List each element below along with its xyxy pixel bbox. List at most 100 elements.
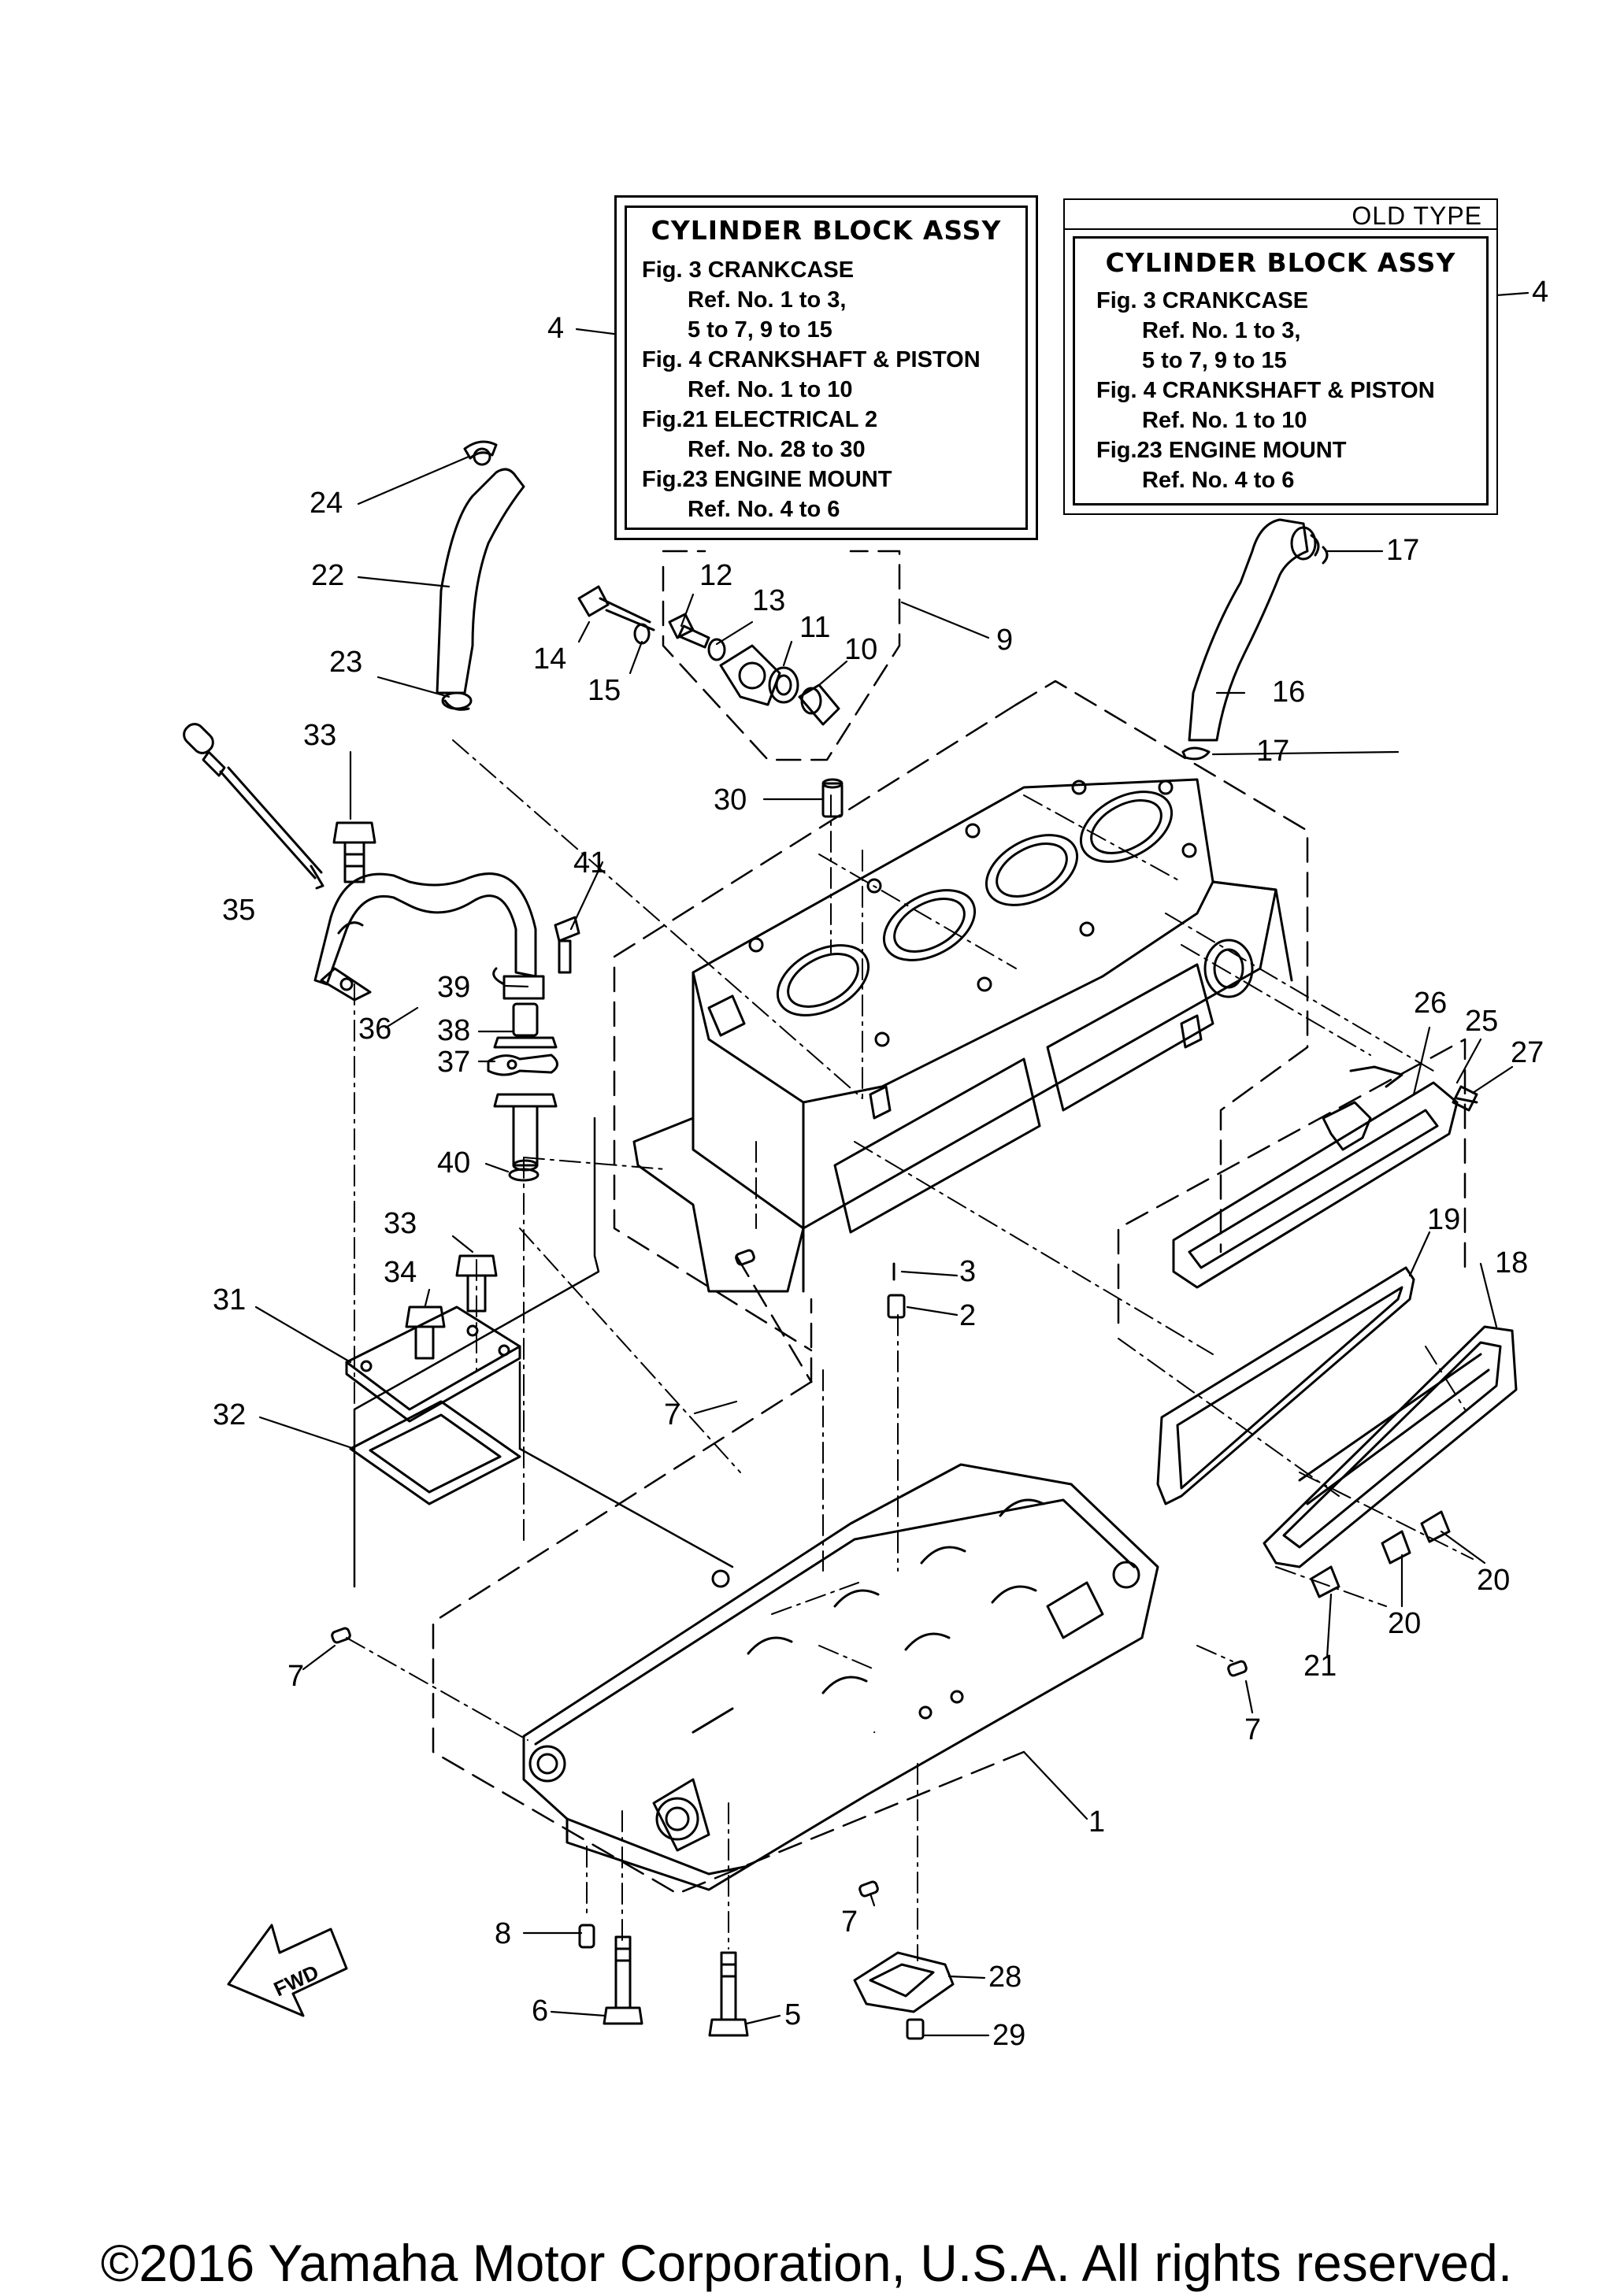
crankcase-lower [522,1463,1159,1891]
bolt-27 [1452,1085,1478,1112]
screw-29 [906,2018,925,2040]
callout-35: 35 [222,894,256,927]
info-box-main-line: Fig.21 ELECTRICAL 2 [642,407,878,432]
callout-38: 38 [437,1014,471,1047]
callout-41: 41 [573,846,607,880]
clip-24 [463,440,498,466]
cylinder-block [632,778,1293,1293]
info-box-old-line: Fig.23 ENGINE MOUNT [1096,438,1347,463]
callout-19: 19 [1427,1203,1461,1236]
callout-24: 24 [310,487,343,520]
callout-6: 6 [532,1994,549,2028]
gasket-26 [1172,1081,1459,1289]
plate-28 [853,1951,955,2013]
info-box-main-line: Fig. 3 CRANKCASE [642,257,855,283]
callout-4-old: 4 [1532,276,1549,309]
dowel-8 [578,1924,595,1949]
callout-8: 8 [495,1917,512,1950]
bolt-21 [1310,1565,1340,1598]
clip-17 [1181,546,1329,761]
callout-33-lower: 33 [384,1207,417,1240]
callout-2: 2 [959,1299,977,1332]
callout-33-top: 33 [303,719,337,752]
info-box-main-line: Ref. No. 28 to 30 [688,437,866,462]
bolt-33-top [332,821,376,883]
info-box-main-line: Ref. No. 1 to 3, [688,287,847,313]
cover-18 [1263,1325,1518,1568]
info-box-main-line: Ref. No. 1 to 10 [688,377,853,402]
callout-14: 14 [533,643,567,676]
callout-39: 39 [437,971,471,1004]
callout-32: 32 [213,1398,247,1431]
cover-25 [1322,1065,1403,1151]
callout-31: 31 [213,1283,247,1316]
callout-13: 13 [752,584,786,617]
callout-23: 23 [329,646,363,679]
pin-30 [821,778,844,818]
info-box-main: CYLINDER BLOCK ASSY Fig. 3 CRANKCASE Ref… [614,195,1038,540]
fitting-9 [719,644,781,706]
callout-36: 36 [358,1013,392,1046]
callout-40: 40 [437,1146,471,1179]
callout-26: 26 [1414,987,1448,1020]
washer-15 [633,623,651,645]
callout-29: 29 [992,2019,1026,2052]
callout-4: 4 [547,312,565,345]
fwd-label: FWD [270,1960,322,2001]
bolt-5 [708,1951,749,2037]
dipstick-35 [183,723,324,890]
callout-20-a: 20 [1477,1564,1511,1597]
hose-22 [436,468,525,711]
callout-11: 11 [799,611,831,644]
fwd-arrow-icon [227,1924,348,2017]
info-box-old-title: CYLINDER BLOCK ASSY [1105,247,1456,278]
washer-13 [707,638,726,661]
callout-7-upper: 7 [664,1398,681,1431]
leader-lines [254,291,1530,2037]
info-box-old-line: Ref. No. 1 to 3, [1142,318,1301,343]
bolt-41 [554,916,580,974]
clamp-39 [492,967,545,1000]
info-box-main-line: Ref. No. 4 to 6 [688,497,840,522]
info-box-old-line: Ref. No. 1 to 10 [1142,408,1307,433]
callout-30: 30 [714,783,747,817]
info-box-old-line: 5 to 7, 9 to 15 [1142,348,1287,373]
callout-7-right: 7 [1244,1713,1262,1746]
callout-22: 22 [311,559,345,592]
info-box-main-title: CYLINDER BLOCK ASSY [651,215,1002,246]
info-box-main-line: Fig. 4 CRANKSHAFT & PISTON [642,347,981,372]
callout-5: 5 [784,1998,802,2031]
dowel-7-left [331,1627,351,1644]
o-ring-40 [508,1168,540,1182]
plate-31 [345,1305,521,1423]
copyright-notice: ©2016 Yamaha Motor Corporation, U.S.A. A… [100,2234,1513,2292]
center-lines [346,739,1474,1961]
bolt-34 [405,1305,446,1360]
bolt-33-lower [455,1254,498,1313]
info-box-old-line: Ref. No. 4 to 6 [1142,468,1295,493]
old-type-header: OLD TYPE [1352,202,1482,230]
callout-17-upper: 17 [1386,534,1420,567]
callout-17-lower: 17 [1256,735,1290,768]
callout-3: 3 [959,1255,977,1288]
collar-10 [798,683,840,726]
callout-7-lower: 7 [841,1905,858,1939]
pipe-union-lower [493,1093,558,1172]
gasket-32 [349,1400,521,1505]
seal-11 [768,666,799,704]
dowel-7-right [1227,1660,1248,1677]
gasket-37 [487,1054,558,1076]
callout-37: 37 [437,1046,471,1079]
hose-16 [1188,518,1320,742]
callout-21: 21 [1303,1650,1337,1683]
bolt-12 [668,613,710,649]
info-box-main-line: Fig.23 ENGINE MOUNT [642,467,892,492]
oil-pipe-36 [313,872,537,1002]
callout-34: 34 [384,1256,417,1289]
callout-27: 27 [1511,1036,1544,1069]
bolt-6 [603,1935,643,2025]
callout-28: 28 [988,1961,1022,1994]
callout-12: 12 [699,559,733,592]
bolt-20-b [1381,1530,1411,1565]
